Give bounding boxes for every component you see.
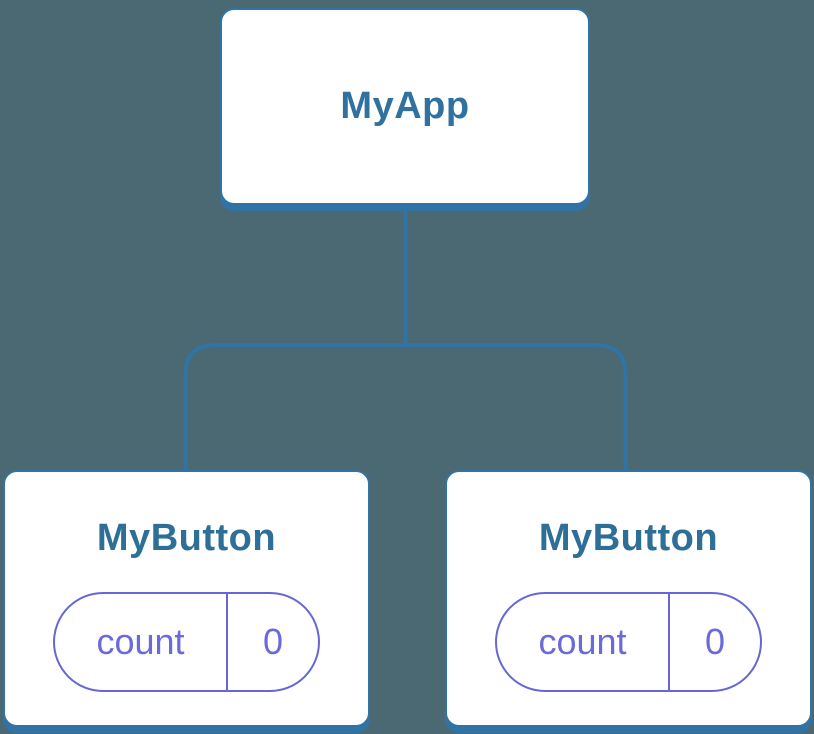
node-mybutton-left-label: MyButton: [96, 517, 277, 559]
node-myapp-label: MyApp: [340, 85, 470, 127]
state-value: 0: [262, 621, 284, 662]
state-key-cell: count: [497, 594, 670, 690]
node-mybutton-right-label: MyButton: [538, 517, 719, 559]
state-value: 0: [704, 621, 726, 662]
state-key: count: [96, 621, 185, 662]
state-value-cell: 0: [670, 594, 760, 690]
state-key-cell: count: [55, 594, 228, 690]
connector-branch: [183, 343, 628, 470]
node-mybutton-right: MyButton count 0: [445, 470, 812, 727]
state-pill: count 0: [495, 592, 762, 692]
state-key: count: [538, 621, 627, 662]
state-pill: count 0: [53, 592, 320, 692]
node-mybutton-left: MyButton count 0: [3, 470, 370, 727]
state-value-cell: 0: [228, 594, 318, 690]
node-myapp: MyApp: [220, 8, 590, 205]
